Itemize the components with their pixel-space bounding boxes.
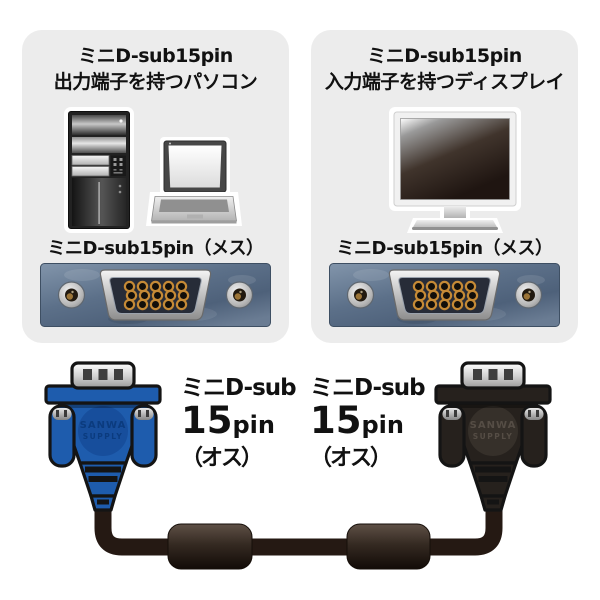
pin-holes: [123, 280, 190, 311]
display-panel: ミニD-sub15pin 入力端子を持つディスプレイ ミニD-sub15pin（…: [311, 30, 578, 343]
brand-emblem: [78, 406, 128, 456]
laptop-illustration: [146, 137, 242, 226]
right-connector-label: ミニD-sub 15pin （オス）: [310, 374, 432, 474]
screw-nut-left: [57, 281, 86, 309]
source-panel-title: ミニD-sub15pin 出力端子を持つパソコン: [22, 43, 289, 95]
right-connector-label-prefix: ミニD-sub: [310, 375, 426, 401]
vga-female-port-photo: [329, 263, 560, 327]
pin-unit: pin: [361, 411, 405, 439]
left-connector-label: ミニD-sub 15pin （オス）: [181, 374, 303, 474]
pin-count: 15: [181, 399, 233, 442]
source-title-line2: 出力端子を持つパソコン: [53, 71, 258, 93]
left-connector-label-pins: 15pin: [181, 402, 303, 444]
thumbscrew-right: [520, 404, 548, 468]
ferrite-core-right: [346, 523, 431, 570]
screw-nut-left: [346, 281, 375, 309]
brand-text-line1: SANWA: [470, 420, 517, 431]
right-connector-label-pins: 15pin: [310, 402, 432, 444]
lcd-monitor-illustration: [389, 107, 521, 233]
desktop-pc-tower-illustration: [64, 107, 134, 233]
brand-text-line2: SUPPLY: [83, 432, 124, 441]
source-panel: ミニD-sub15pin 出力端子を持つパソコン: [22, 30, 289, 343]
source-title-line1: ミニD-sub15pin: [78, 45, 233, 67]
vga-male-connector-black: SANWA SUPPLY: [434, 361, 552, 512]
cable-line: [94, 505, 503, 556]
brand-emblem: [468, 406, 518, 456]
brand-text-line2: SUPPLY: [473, 432, 514, 441]
pin-count: 15: [310, 399, 362, 442]
brand-text-line1: SANWA: [80, 420, 127, 431]
left-connector-label-gender: （オス）: [181, 446, 263, 471]
display-panel-title: ミニD-sub15pin 入力端子を持つディスプレイ: [311, 43, 578, 95]
display-port-label: ミニD-sub15pin（メス）: [336, 238, 553, 259]
vga-female-port-photo: [40, 263, 271, 327]
screw-nut-right: [514, 281, 543, 309]
thumbscrew-left: [48, 404, 76, 468]
thumbscrew-right: [130, 404, 158, 468]
display-title-line1: ミニD-sub15pin: [367, 45, 522, 67]
source-port-label: ミニD-sub15pin（メス）: [47, 238, 264, 259]
pin-holes: [412, 280, 479, 311]
vga-cable-illustration: [94, 505, 503, 570]
vga-male-connector-blue: SANWA SUPPLY: [44, 361, 162, 512]
pin-unit: pin: [232, 411, 276, 439]
ferrite-core-left: [167, 523, 253, 570]
right-connector-label-gender: （オス）: [310, 446, 392, 471]
left-connector-label-prefix: ミニD-sub: [181, 375, 297, 401]
display-title-line2: 入力端子を持つディスプレイ: [324, 71, 565, 93]
thumbscrew-left: [438, 404, 466, 468]
screw-nut-right: [225, 281, 254, 309]
